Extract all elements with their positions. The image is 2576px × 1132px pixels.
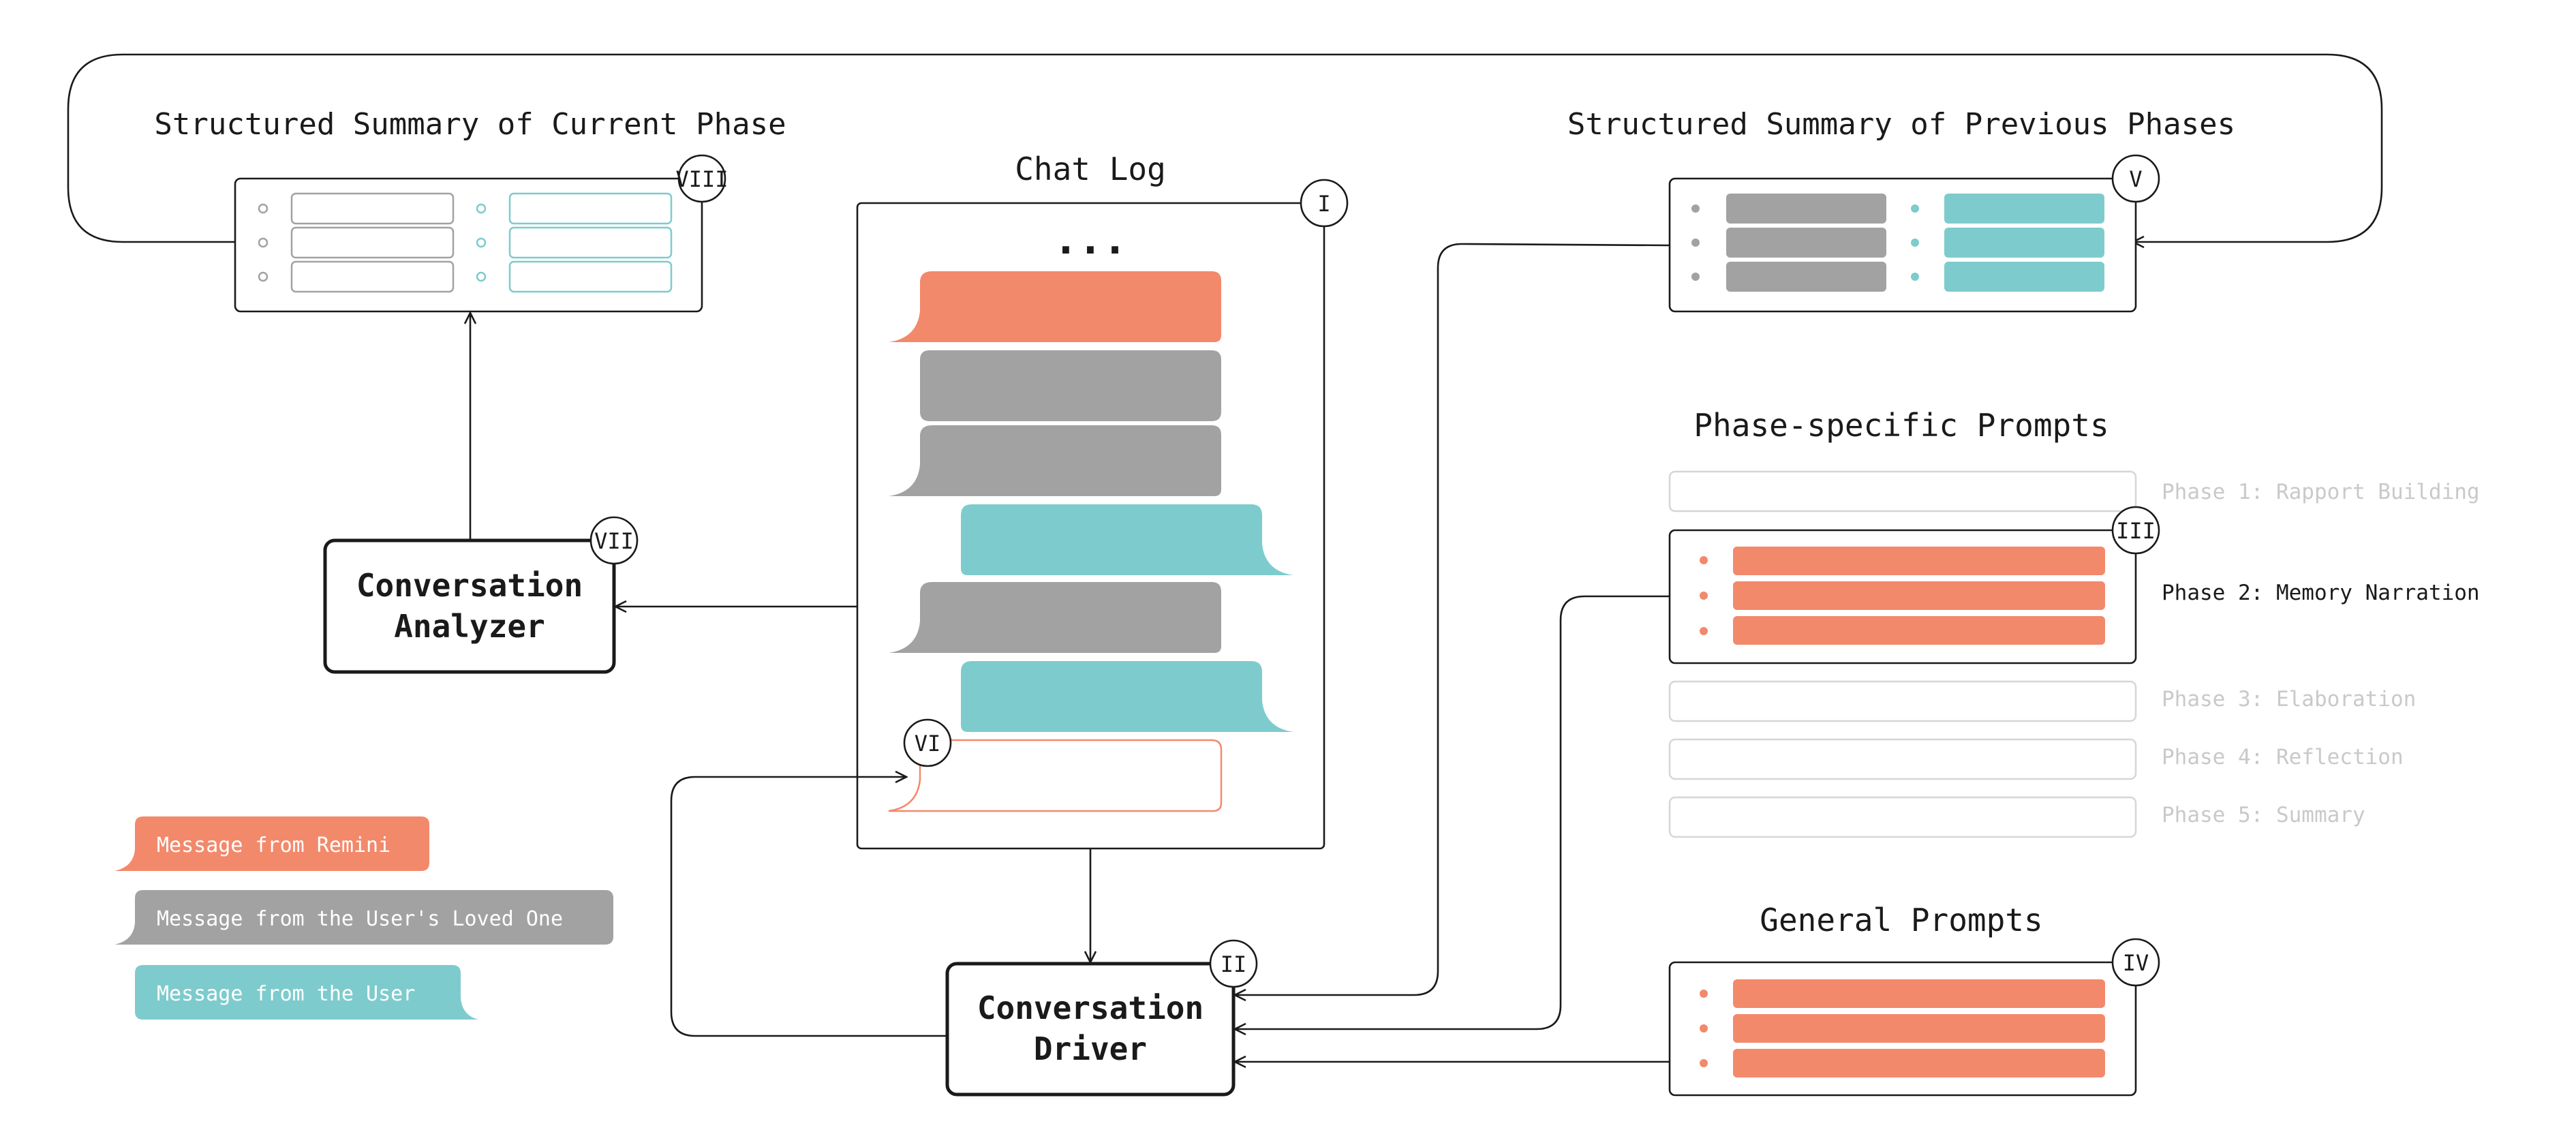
legend-swatch-remini [114,816,429,871]
phase-label-2: Phase 2: Memory Narration [2162,581,2480,605]
legend-swatch-user [135,965,478,1020]
conversation-analyzer-box [323,538,616,674]
driver-label-line1: Conversation [977,990,1203,1026]
phase-4-prompt-box [1668,738,2137,780]
phase-5-prompt-box [1668,796,2137,838]
chat-log-title: Chat Log [1015,151,1166,187]
analyzer-label-line1: Conversation [356,567,583,604]
chat-bubble-remini [889,271,1221,342]
chat-bubble-loved-one [920,350,1221,421]
legend-label-loved-one: Message from the User's Loved One [157,907,563,931]
driver-label-line2: Driver [1034,1030,1147,1067]
summary-field [508,226,673,259]
legend-label-remini: Message from Remini [157,833,390,857]
prompt-line [1733,616,2105,645]
driver-to-input-arrow [670,777,947,1037]
chat-bubble-user [961,661,1293,732]
svg-text:II: II [1221,951,1247,977]
prompt-line [1733,1049,2105,1077]
previous-phases-title: Structured Summary of Previous Phases [1567,107,2235,142]
badge-driver: II [1209,939,1258,988]
summary-field [290,260,455,293]
phase-prompts-title: Phase-specific Prompts [1693,407,2109,444]
analyzer-label-line2: Analyzer [394,608,545,645]
bullet-icon [1911,273,1919,281]
badge-general-prompts: IV [2111,938,2160,987]
current-phase-title: Structured Summary of Current Phase [154,107,786,142]
phase-label-3: Phase 3: Elaboration [2162,687,2416,712]
legend: Message from Remini Message from the Use… [114,816,613,1020]
badge-input-bubble: VI [903,718,952,767]
legend-label-user: Message from the User [157,982,415,1006]
svg-text:III: III [2116,518,2156,544]
svg-text:V: V [2129,166,2142,192]
summary-field [290,226,455,259]
bullet-icon [1700,627,1708,635]
bullet-icon [258,237,269,248]
summary-field [1726,228,1886,258]
bullet-icon [1691,273,1700,281]
badge-previous-phases: V [2111,154,2160,203]
bullet-icon [1691,204,1700,213]
badge-chat-log: I [1300,179,1349,228]
summary-field [508,260,673,293]
phase-1-prompt-box [1668,470,2137,513]
summary-field [508,192,673,225]
prompt-line [1733,979,2105,1008]
bullet-icon [1700,1024,1708,1032]
summary-field [1726,194,1886,224]
prompt-line [1733,547,2105,575]
bullet-icon [1700,556,1708,564]
general-prompts-title: General Prompts [1760,902,2042,938]
bullet-icon [1700,1059,1708,1067]
bullet-icon [258,271,269,282]
bullet-icon [476,271,487,282]
svg-text:VIII: VIII [675,166,728,192]
phase-label-1: Phase 1: Rapport Building [2162,480,2480,504]
phase-label-4: Phase 4: Reflection [2162,745,2404,769]
bullet-icon [1700,990,1708,998]
bullet-icon [258,203,269,214]
chat-log-ellipsis: ... [1054,216,1127,264]
bullet-icon [476,237,487,248]
bullet-icon [1911,239,1919,247]
summary-field [1726,262,1886,292]
bullet-icon [1691,239,1700,247]
summary-field [1944,228,2104,258]
legend-swatch-loved-one [114,890,613,945]
svg-text:VI: VI [915,731,941,756]
current-phase-summary-card [234,177,703,313]
badge-phase-prompts: III [2111,506,2160,555]
chat-bubble-loved-one [889,582,1221,653]
feedback-loop-arrow [67,53,2383,242]
phase-prompts-to-driver-arrow [1235,595,1670,1029]
bullet-icon [476,203,487,214]
badge-current-phase: VIII [675,154,729,203]
phase-label-5: Phase 5: Summary [2162,803,2365,827]
prompt-line [1733,1014,2105,1043]
bullet-icon [1700,592,1708,600]
svg-text:I: I [1317,191,1330,217]
svg-text:VII: VII [594,528,634,554]
summary-field [290,192,455,225]
summary-field [1944,194,2104,224]
phase-3-prompt-box [1668,680,2137,722]
summary-field [1944,262,2104,292]
badge-analyzer: VII [589,516,639,565]
bullet-icon [1911,204,1919,213]
conversation-driver-box [945,962,1236,1097]
svg-text:IV: IV [2123,950,2149,976]
phase-2-prompt-card [1668,529,2137,664]
chat-bubble-loved-one [889,425,1221,496]
prompt-line [1733,581,2105,610]
general-prompts-card [1668,961,2137,1097]
chat-bubble-user [961,504,1293,575]
previous-phases-summary-card [1668,177,2137,313]
previous-phases-to-driver-arrow [1235,243,1670,995]
